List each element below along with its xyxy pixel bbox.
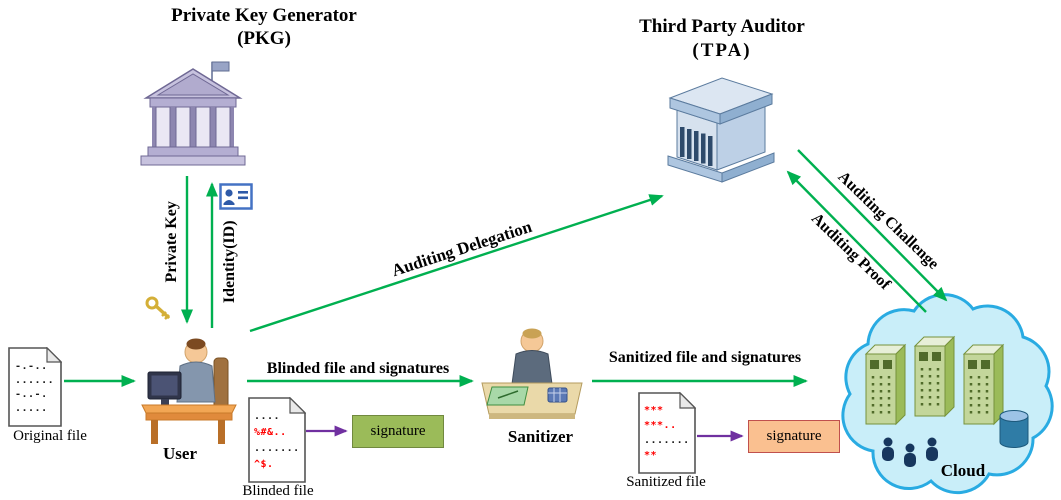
signature-label: signature <box>370 423 426 439</box>
key-icon <box>144 294 172 322</box>
edge-label-blinded-transfer: Blinded file and signatures <box>266 360 450 377</box>
pkg-subtitle: (PKG) <box>237 28 291 49</box>
arrow-auditing-proof <box>786 170 927 313</box>
signature-label: signature <box>766 428 822 444</box>
sanitized-file-label: Sanitized file <box>626 474 706 490</box>
cloud-icon <box>836 286 1060 496</box>
server-tower <box>913 335 956 418</box>
doc-line: ..... <box>15 403 48 414</box>
cloud-label: Cloud <box>940 461 986 480</box>
user-icon <box>140 332 240 444</box>
doc-line: ^$. <box>254 459 274 470</box>
signature-box-sanitized: signature <box>748 420 840 453</box>
edge-label-sanitized-transfer: Sanitized file and signatures <box>608 349 802 366</box>
sanitizer-label: Sanitizer <box>507 427 574 446</box>
server-tower <box>864 343 907 426</box>
tpa-title: Third Party Auditor <box>639 16 805 37</box>
doc-line: ***.. <box>644 420 677 431</box>
user-label: User <box>163 444 197 463</box>
arrow-auditing-challenge <box>797 149 948 302</box>
id-card-icon <box>219 183 253 210</box>
doc-line: .... <box>254 411 280 422</box>
edge-label-private-key: Private Key <box>163 201 181 283</box>
doc-line: %#&.. <box>254 427 287 438</box>
doc-line: ...... <box>15 375 54 386</box>
edge-label-identity: Identity(ID) <box>221 220 239 304</box>
arrow-auditing-delegation <box>249 194 664 333</box>
doc-line: -..-. <box>15 389 48 400</box>
doc-line: ....... <box>254 443 300 454</box>
doc-line: ....... <box>644 435 690 446</box>
signature-box-blinded: signature <box>352 415 444 448</box>
blinded-file-label: Blinded file <box>242 483 314 499</box>
people-icons <box>882 437 938 467</box>
blinded-file-icon: .... %#&.. ....... ^$. <box>248 397 306 483</box>
sanitized-file-icon: *** ***.. ....... ** <box>638 392 696 474</box>
pkg-title: Private Key Generator <box>171 5 357 26</box>
original-file-icon: -.-.. ...... -..-. ..... <box>8 347 62 427</box>
database-cylinder-icon <box>999 410 1029 448</box>
tpa-subtitle: (TPA) <box>692 40 752 61</box>
original-file-label: Original file <box>13 428 87 444</box>
doc-line: -.-.. <box>15 361 48 372</box>
doc-line: *** <box>644 405 664 416</box>
tpa-building-icon <box>660 72 778 184</box>
doc-line: ** <box>644 450 657 461</box>
sanitizer-icon <box>478 326 586 428</box>
pkg-building-icon <box>138 58 248 166</box>
